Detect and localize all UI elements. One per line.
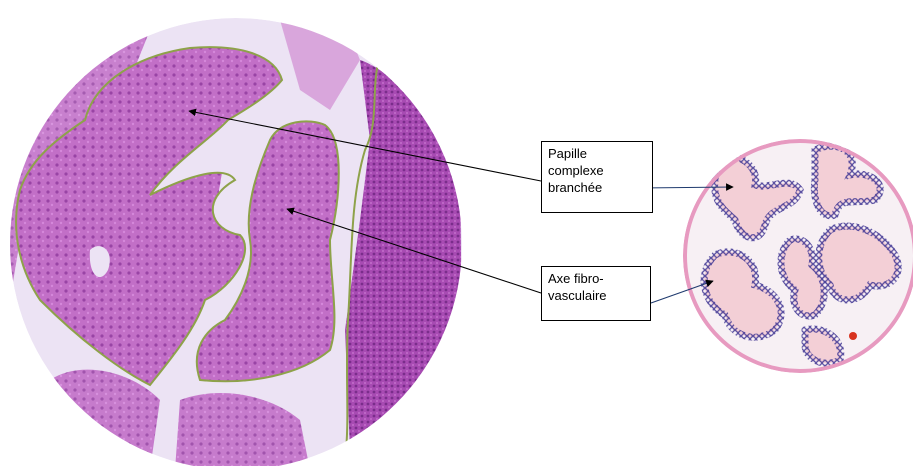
- label-axe-line1: Axe fibro-: [548, 270, 644, 287]
- label-papille-line3: branchée: [548, 179, 646, 196]
- label-papille-complexe: Papille complexe branchée: [541, 141, 653, 213]
- label-papille-line2: complexe: [548, 162, 646, 179]
- label-papille-line1: Papille: [548, 145, 646, 162]
- label-axe-line2: vasculaire: [548, 287, 644, 304]
- right-micrograph: [683, 139, 913, 373]
- label-axe-fibrovasculaire: Axe fibro- vasculaire: [541, 266, 651, 321]
- left-micrograph: [10, 10, 462, 466]
